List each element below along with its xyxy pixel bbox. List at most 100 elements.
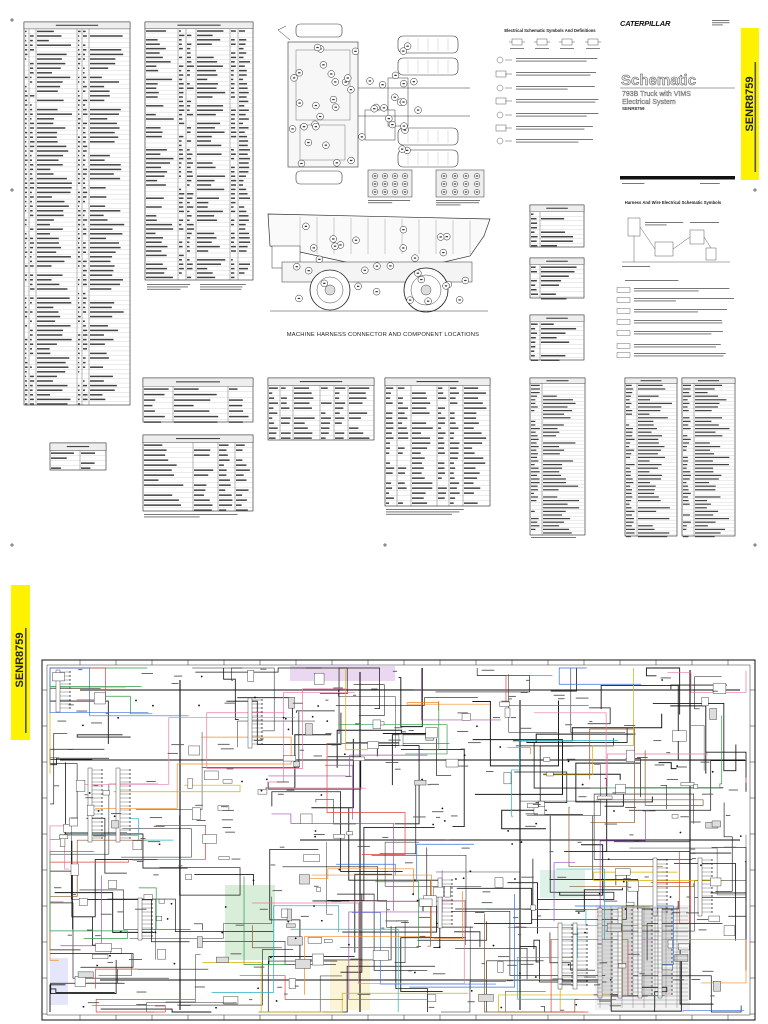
component-block	[367, 741, 379, 749]
fine-print-line	[187, 175, 193, 177]
wire-trace-colored	[505, 675, 589, 706]
wire-trace-black	[159, 815, 241, 896]
fine-print-line	[683, 528, 687, 530]
wire-trace-black	[342, 905, 438, 933]
fine-print-line	[187, 250, 191, 252]
wire-trace-colored	[589, 728, 635, 823]
fine-print-line	[78, 320, 80, 322]
lower-table-g	[681, 377, 736, 538]
fine-print-line	[335, 407, 344, 409]
fine-print-line	[626, 525, 632, 527]
fine-print-line	[683, 460, 689, 462]
fine-print-line	[231, 245, 236, 248]
pin-dot	[631, 989, 633, 991]
fine-print-line	[90, 62, 116, 65]
callout-number	[453, 175, 457, 177]
fine-print-line	[179, 228, 184, 230]
junction-dot	[581, 783, 584, 786]
fine-print-line	[386, 392, 391, 394]
fine-print-line	[83, 187, 86, 189]
callout-number	[383, 183, 387, 185]
fine-print-line	[37, 210, 64, 212]
fine-print-line	[294, 437, 312, 439]
fine-print-line	[30, 214, 34, 217]
component-block	[693, 784, 698, 789]
fine-print-line	[146, 267, 167, 270]
fine-print-line	[239, 215, 249, 217]
fine-print-line	[626, 528, 635, 530]
fine-print-line	[438, 397, 447, 399]
component-block	[157, 949, 166, 960]
fine-print-line	[30, 154, 32, 157]
fine-print-line	[187, 223, 194, 226]
pin-dot	[651, 949, 653, 951]
small-table-c	[529, 314, 585, 361]
title-block-fine-print	[622, 20, 730, 184]
fine-print-line	[187, 140, 192, 142]
junction-dot	[443, 820, 446, 822]
wire-trace-black	[540, 1005, 545, 1012]
fine-print-line	[541, 235, 574, 238]
fine-print-line	[385, 920, 398, 922]
component-block	[222, 779, 233, 784]
wire-trace-black	[231, 667, 243, 681]
shaded-region	[330, 960, 370, 1010]
component-block	[132, 840, 143, 850]
fine-print-line	[37, 306, 54, 309]
fine-print-line	[187, 215, 192, 217]
fine-print-line	[147, 284, 191, 285]
wheel-rim	[410, 274, 442, 306]
pin-dot	[101, 781, 103, 783]
fine-print-line	[87, 1002, 100, 1004]
fine-print-line	[436, 204, 461, 206]
fine-print-line	[83, 380, 85, 382]
component-block	[305, 723, 313, 736]
fine-print-line	[541, 275, 569, 277]
wire-trace-black	[633, 975, 742, 1013]
callout-number	[442, 175, 446, 177]
fine-print-line	[543, 463, 563, 466]
fine-print-line	[25, 219, 27, 221]
component-block	[192, 807, 201, 820]
pin-dot	[611, 933, 613, 935]
pin-dot	[571, 980, 573, 982]
fine-print-line	[90, 306, 112, 309]
pin-dot	[671, 933, 673, 935]
fine-print-line	[450, 497, 456, 499]
fine-print-line	[565, 724, 572, 726]
wire-trace-colored	[590, 715, 723, 789]
pin-dot	[671, 993, 673, 995]
fine-print-line	[412, 427, 433, 429]
fine-print-line	[136, 1004, 147, 1006]
fine-print-line	[153, 874, 159, 876]
fine-print-line	[37, 122, 54, 125]
junction-dot	[200, 675, 203, 678]
component-block	[293, 761, 300, 768]
fine-print-line	[219, 494, 232, 496]
callout-number	[393, 96, 397, 98]
fine-print-line	[171, 683, 179, 684]
fine-print-line	[231, 127, 236, 129]
callout-number	[373, 175, 377, 177]
pin-dot	[69, 683, 71, 685]
fine-print-line	[325, 699, 329, 701]
fine-print-line	[25, 361, 28, 364]
fine-print-line	[83, 90, 86, 92]
fine-print-line	[25, 348, 27, 350]
fine-print-line	[638, 528, 655, 530]
fine-print-line	[30, 329, 33, 332]
fine-print-line	[634, 355, 724, 357]
wire-trace-black	[508, 674, 558, 733]
fine-print-line	[25, 35, 27, 37]
fine-print-line	[634, 322, 723, 324]
fine-print-line	[83, 274, 86, 276]
fine-print-line	[695, 499, 708, 502]
wire-trace-colored	[593, 871, 724, 881]
fine-print-line	[543, 532, 572, 534]
fine-print-line	[37, 131, 58, 134]
fine-print-line	[626, 442, 631, 444]
fine-print-line	[629, 834, 634, 836]
fine-print-line	[37, 58, 62, 60]
fine-print-line	[78, 334, 81, 336]
fine-print-line	[695, 456, 730, 458]
